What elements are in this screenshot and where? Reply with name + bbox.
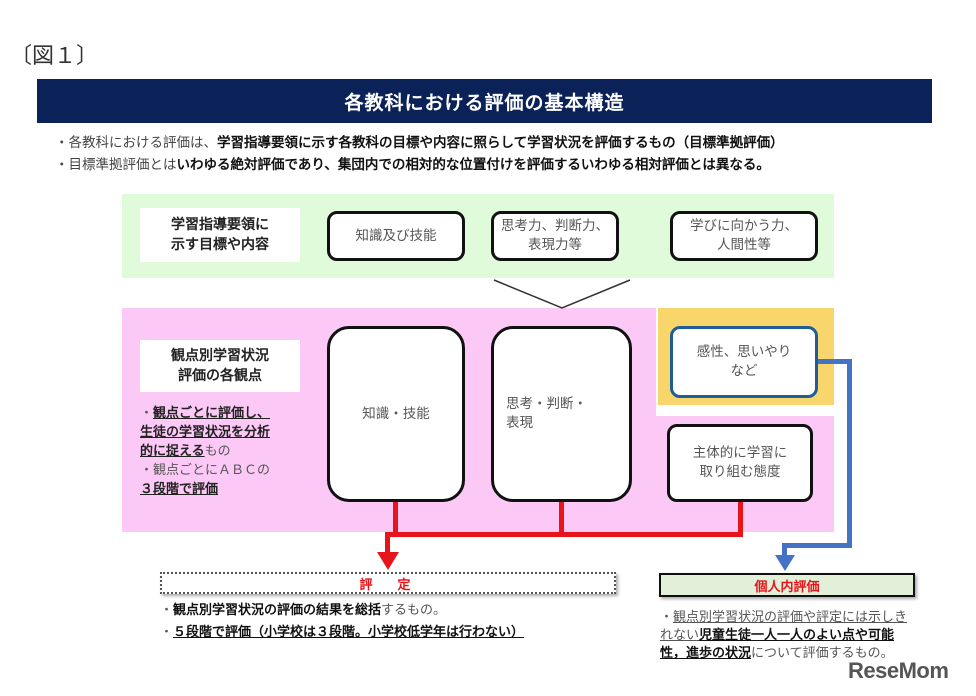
- note-line1: 観点ごとに評価し、: [153, 406, 271, 421]
- intro-1-bold: 学習指導要領に示す各教科の目標や内容に照らして学習状況を評価するもの（目標準拠評…: [217, 135, 784, 151]
- blue-connector-horizontal: [782, 543, 852, 548]
- resemom-logo: ReseMom: [848, 658, 949, 683]
- individual-note-bold: 児童生徒一人一人のよい点や可能性，進歩の状況: [660, 628, 895, 661]
- sensitivity-line2: など: [730, 363, 758, 379]
- intro-2-bold: いわゆる絶対評価であり、集団内での相対的な位置付けを評価するいわゆる相対評価とは…: [176, 157, 770, 173]
- red-connector-attitude: [738, 502, 743, 536]
- grading-note-1-plain: するもの。: [381, 603, 447, 618]
- thinking-viewpoint-line1: 思考・判断・: [506, 396, 587, 412]
- diagram-title: 各教科における評価の基本構造: [37, 79, 932, 123]
- thinking-viewpoint-line2: 表現: [506, 415, 533, 431]
- sensitivity-line1: 感性、思いやり: [696, 344, 792, 360]
- learning-attitude-box: 学びに向かう力、人間性等: [670, 211, 818, 261]
- note-line4: ・観点ごとにＡＢＣの: [140, 463, 271, 478]
- red-connector-down: [385, 532, 390, 554]
- grading-box: 評 定: [160, 572, 616, 594]
- red-connector-thinking: [559, 502, 564, 536]
- blue-connector-down: [782, 543, 787, 557]
- intro-line-1: ・各教科における評価は、学習指導要領に示す各教科の目標や内容に照らして学習状況を…: [55, 131, 784, 151]
- attitude-line1: 学びに向かう力、: [690, 218, 798, 234]
- thinking-viewpoint-box: 思考・判断・表現: [491, 326, 632, 502]
- viewpoint-label: 観点別学習状況評価の各観点: [140, 340, 300, 392]
- knowledge-viewpoint-box: 知識・技能: [327, 326, 465, 502]
- curriculum-label-line2: 示す目標や内容: [171, 237, 269, 253]
- grading-note-1: ・観点別学習状況の評価の結果を総括するもの。: [160, 603, 447, 618]
- individual-note-underline: 観点別学習状況の評価や評定には示しきれない: [660, 610, 908, 643]
- proactive-attitude-box: 主体的に学習に取り組む態度: [667, 424, 813, 502]
- proactive-line2: 取り組む態度: [699, 464, 781, 480]
- red-connector-knowledge: [393, 502, 398, 536]
- intro-line-2: ・目標準拠評価とはいわゆる絶対評価であり、集団内での相対的な位置付けを評価するい…: [55, 153, 770, 173]
- curriculum-label: 学習指導要領に示す目標や内容: [140, 208, 300, 262]
- sensitivity-box: 感性、思いやりなど: [670, 326, 818, 398]
- thinking-judgment-box: 思考力、判断力、表現力等: [491, 211, 619, 261]
- attitude-line2: 人間性等: [717, 237, 771, 253]
- grading-note-2-underline: ５段階で評価（小学校は３段階。小学校低学年は行わない）: [173, 625, 525, 640]
- knowledge-skills-box: 知識及び技能: [327, 211, 465, 261]
- blue-connector-vertical: [847, 359, 852, 547]
- knowledge-skills-text: 知識及び技能: [355, 227, 437, 244]
- thinking-line1: 思考力、判断力、: [501, 218, 609, 234]
- individual-note-plain: について評価するもの。: [751, 646, 894, 661]
- viewpoint-note: ・観点ごとに評価し、 生徒の学習状況を分析 的に捉えるもの ・観点ごとにＡＢＣの…: [140, 406, 271, 497]
- blue-connector-out: [818, 359, 852, 364]
- individual-evaluation-note: ・観点別学習状況の評価や評定には示しきれない児童生徒一人一人のよい点や可能性，進…: [660, 610, 908, 661]
- proactive-line1: 主体的に学習に: [692, 445, 788, 461]
- thinking-line2: 表現力等: [528, 237, 582, 253]
- note-line3: 的に捉える: [140, 444, 205, 459]
- intro-2-plain: ・目標準拠評価とは: [55, 157, 177, 173]
- viewpoint-label-line2: 評価の各観点: [178, 368, 262, 384]
- individual-evaluation-box: 個人内評価: [659, 573, 915, 597]
- curriculum-label-line1: 学習指導要領に: [171, 217, 269, 233]
- blue-arrow-down-icon: [775, 555, 795, 571]
- grading-note-1-bold: 観点別学習状況の評価の結果を総括: [173, 603, 382, 618]
- note-line3-plain: もの: [204, 444, 231, 459]
- note-line2: 生徒の学習状況を分析: [140, 425, 271, 440]
- intro-1-plain: ・各教科における評価は、: [55, 135, 217, 151]
- figure-label: 〔図１〕: [10, 44, 99, 69]
- chevron-down-icon: [493, 279, 631, 309]
- red-connector-horizontal: [385, 532, 743, 537]
- note-line5: ３段階で評価: [140, 482, 219, 497]
- knowledge-viewpoint-text: 知識・技能: [362, 405, 430, 422]
- grading-note-2: ・５段階で評価（小学校は３段階。小学校低学年は行わない）: [160, 625, 525, 640]
- red-arrow-down-icon: [377, 552, 399, 570]
- viewpoint-label-line1: 観点別学習状況: [171, 348, 269, 364]
